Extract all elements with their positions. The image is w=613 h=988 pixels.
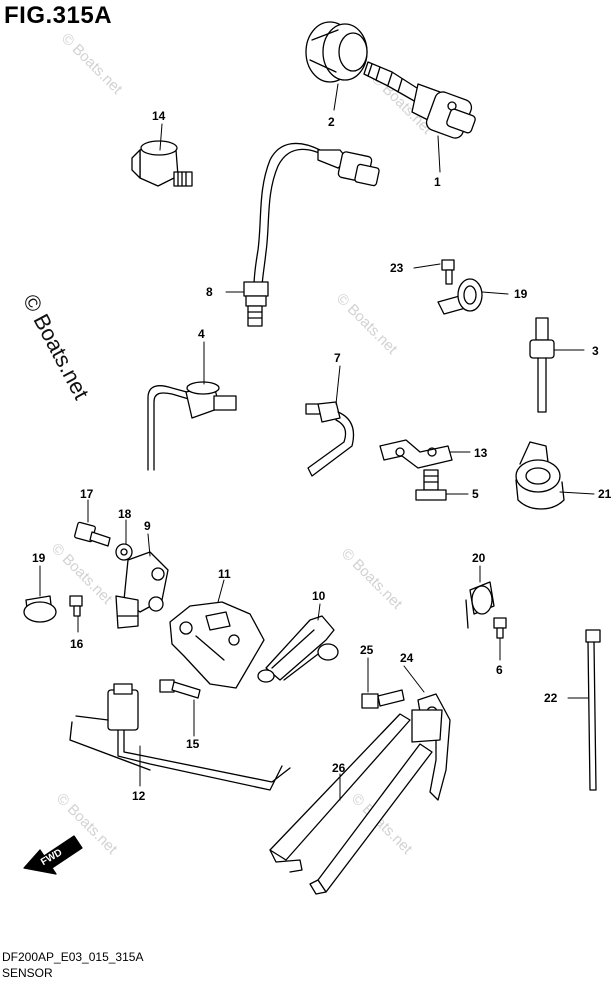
part-17-bolt (74, 521, 111, 547)
callout-24: 24 (400, 651, 414, 665)
part-12-harness (69, 683, 291, 791)
part-2-grommet (305, 21, 368, 83)
callout-8: 8 (206, 285, 213, 299)
part-25-bolt (361, 689, 405, 709)
callout-20: 20 (472, 551, 486, 565)
part-10-link-arm (257, 615, 339, 683)
callout-16: 16 (70, 637, 84, 651)
section-name: SENSOR (2, 966, 53, 980)
part-3-probe (529, 317, 555, 413)
callout-21: 21 (598, 487, 612, 501)
callout-17: 17 (80, 487, 94, 501)
part-4-knock-sensor (147, 381, 237, 471)
part-22-cable-tie (585, 629, 601, 791)
diagram-code: DF200AP_E03_015_315A (2, 950, 144, 964)
callout-19b: 19 (32, 551, 46, 565)
part-11-bracket (169, 601, 265, 689)
part-19-clamp-lower (23, 595, 57, 623)
part-18-washer (115, 543, 133, 561)
callout-5: 5 (472, 487, 479, 501)
callout-10: 10 (312, 589, 326, 603)
part-13-bracket (379, 439, 453, 469)
callout-22: 22 (544, 691, 558, 705)
part-26-link (269, 713, 433, 895)
callout-11: 11 (218, 567, 231, 581)
callout-9: 9 (144, 519, 151, 533)
part-19-clamp-upper (437, 259, 483, 315)
part-7-bent-sensor (305, 401, 355, 477)
callout-26: 26 (332, 761, 346, 775)
part-6-bolt (493, 617, 507, 639)
part-20-clamp (465, 581, 495, 629)
fwd-arrow (23, 835, 83, 875)
figure-title: FIG.315A (4, 2, 113, 29)
callout-14: 14 (152, 109, 166, 123)
callout-2: 2 (328, 115, 335, 129)
callout-18: 18 (118, 507, 132, 521)
part-21-clip (515, 441, 565, 510)
callout-23: 23 (390, 261, 404, 275)
callout-7: 7 (334, 351, 341, 365)
leader-lines (39, 83, 595, 801)
callout-6: 6 (496, 663, 503, 677)
callout-1: 1 (434, 175, 441, 189)
callout-13: 13 (474, 446, 488, 460)
callout-15: 15 (186, 737, 200, 751)
callout-12: 12 (132, 789, 146, 803)
callout-25: 25 (360, 643, 374, 657)
part-1-sensor (363, 61, 476, 139)
part-8-temp-sensor (243, 142, 380, 327)
part-24-bracket (411, 693, 451, 801)
part-5-bolt (415, 469, 447, 501)
part-9-sensor (115, 551, 169, 629)
part-15-bolt (159, 679, 201, 699)
part-16-bolt (69, 595, 83, 617)
callout-3: 3 (592, 344, 599, 358)
callout-19: 19 (514, 287, 528, 301)
part-14-pressure-switch (131, 140, 193, 187)
callout-4: 4 (198, 327, 205, 341)
